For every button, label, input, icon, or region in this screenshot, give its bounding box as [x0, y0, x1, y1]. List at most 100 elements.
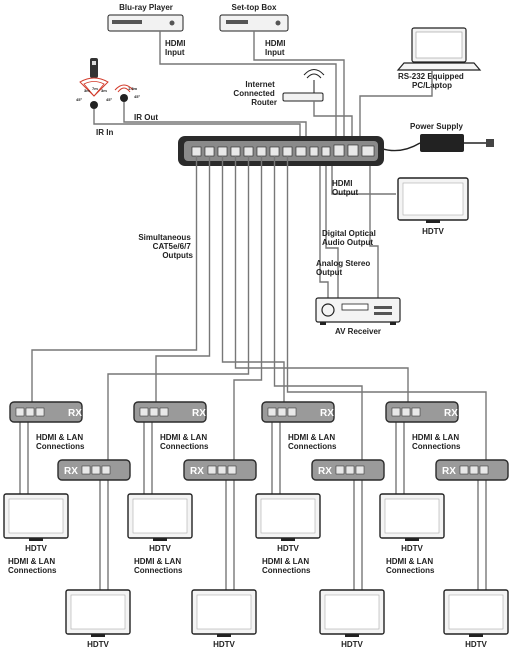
hdtv-label: HDTV — [341, 640, 363, 649]
hdmi-lan-line: Connections — [288, 442, 337, 451]
tv-screen — [260, 498, 316, 534]
rx-port — [411, 407, 421, 417]
hdtv-label: HDTV — [401, 544, 423, 553]
tv-screen — [8, 498, 64, 534]
tv-icon: HDTV — [65, 589, 131, 649]
cat-cable — [273, 156, 363, 460]
tv-icon: HDTV — [255, 493, 321, 553]
hdmi-lan-line: Connections — [386, 566, 435, 575]
cat-cable — [221, 156, 285, 402]
rx-port — [267, 407, 277, 417]
hdmi-lan-line: Connections — [36, 442, 85, 451]
rx-label: RX — [318, 466, 332, 477]
rx-port — [81, 465, 91, 475]
rx-port — [355, 465, 365, 475]
power-supply-label: Power Supply — [410, 122, 463, 131]
tv-screen — [70, 594, 126, 630]
cat-cable — [233, 156, 263, 460]
bluray-player: Blu-ray Player — [107, 3, 184, 32]
rx-port — [335, 465, 345, 475]
rx-unit: RX — [385, 401, 459, 423]
svg-text:1.5m: 1.5m — [128, 86, 138, 91]
hdtv-label: HDTV — [465, 640, 487, 649]
source-cables — [93, 31, 433, 140]
tv-stand — [91, 634, 105, 637]
ir-in-label: IR In — [96, 128, 113, 137]
cat-cables — [19, 156, 487, 590]
hdmi-lan-line: HDMI & LAN — [412, 433, 459, 442]
tv-icon: HDTV — [397, 177, 469, 236]
hdtv-label: HDTV — [149, 544, 171, 553]
svg-text:45°: 45° — [134, 94, 140, 99]
tv-stand — [345, 634, 359, 637]
cat-port — [282, 146, 293, 157]
cat-port — [217, 146, 228, 157]
bluray-label: Blu-ray Player — [119, 3, 173, 12]
hdmi-lan-line: HDMI & LAN — [160, 433, 207, 442]
rx-port — [15, 407, 25, 417]
rx-body — [385, 401, 459, 423]
rx-label: RX — [68, 408, 82, 419]
settop-label: Set-top Box — [232, 3, 277, 12]
tv-screen — [384, 498, 440, 534]
rx-unit: RX — [311, 459, 385, 481]
cat-port — [269, 146, 280, 157]
ir-out-label: IR Out — [134, 113, 158, 122]
digital-optical-label: Digital Optical Audio Output — [322, 229, 378, 247]
hdtv-label: HDTV — [277, 544, 299, 553]
rx-port — [345, 465, 355, 475]
power-adapter-icon: Power Supply — [379, 122, 494, 152]
cat-cable — [286, 156, 487, 460]
rx-unit: RX — [261, 401, 335, 423]
hdmi-lan-line: HDMI & LAN — [134, 557, 181, 566]
cat-port — [191, 146, 202, 157]
tv-icon: HDTV — [319, 589, 385, 649]
tv-icon: HDTV — [443, 589, 509, 649]
tv-screen — [324, 594, 380, 630]
tv-stand — [217, 634, 231, 637]
rx-port — [401, 407, 411, 417]
rx-port — [91, 465, 101, 475]
rx-port — [101, 465, 111, 475]
rx-label: RX — [64, 466, 78, 477]
hdmi-output-label: HDMI Output — [332, 179, 359, 197]
av-receiver-label: AV Receiver — [335, 327, 381, 336]
cat-port — [256, 146, 267, 157]
hdmi-lan-line: Connections — [262, 566, 311, 575]
rx-port — [25, 407, 35, 417]
wifi-icon — [306, 73, 322, 79]
rx-port — [469, 465, 479, 475]
tv-stand — [469, 634, 483, 637]
rx-unit: RX — [435, 459, 509, 481]
cat-port — [243, 146, 254, 157]
tv-icon: HDTV — [191, 589, 257, 649]
rx-body — [133, 401, 207, 423]
tv-screen — [132, 498, 188, 534]
svg-text:45°: 45° — [106, 97, 112, 102]
hdmi-lan-line: HDMI & LAN — [8, 557, 55, 566]
tv-stand — [281, 538, 295, 541]
rx-port — [159, 407, 169, 417]
hdmi-lan-line: HDMI & LAN — [288, 433, 335, 442]
tv-icon: HDTV — [379, 493, 445, 553]
hdtv-label: HDTV — [25, 544, 47, 553]
hdmi-lan-line: HDMI & LAN — [386, 557, 433, 566]
cat-port — [230, 146, 241, 157]
tv-icon: HDTV — [3, 493, 69, 553]
hdmi-lan-line: Connections — [160, 442, 209, 451]
rx-port — [227, 465, 237, 475]
rx-port — [207, 465, 217, 475]
rx-port — [479, 465, 489, 475]
hdmi-input-label-2: HDMI Input — [265, 39, 288, 57]
tv-screen — [196, 594, 252, 630]
rx-label: RX — [442, 466, 456, 477]
rx-unit: RX — [9, 401, 83, 423]
rx-unit: RX — [57, 459, 131, 481]
hdmi-lan-line: HDMI & LAN — [36, 433, 83, 442]
